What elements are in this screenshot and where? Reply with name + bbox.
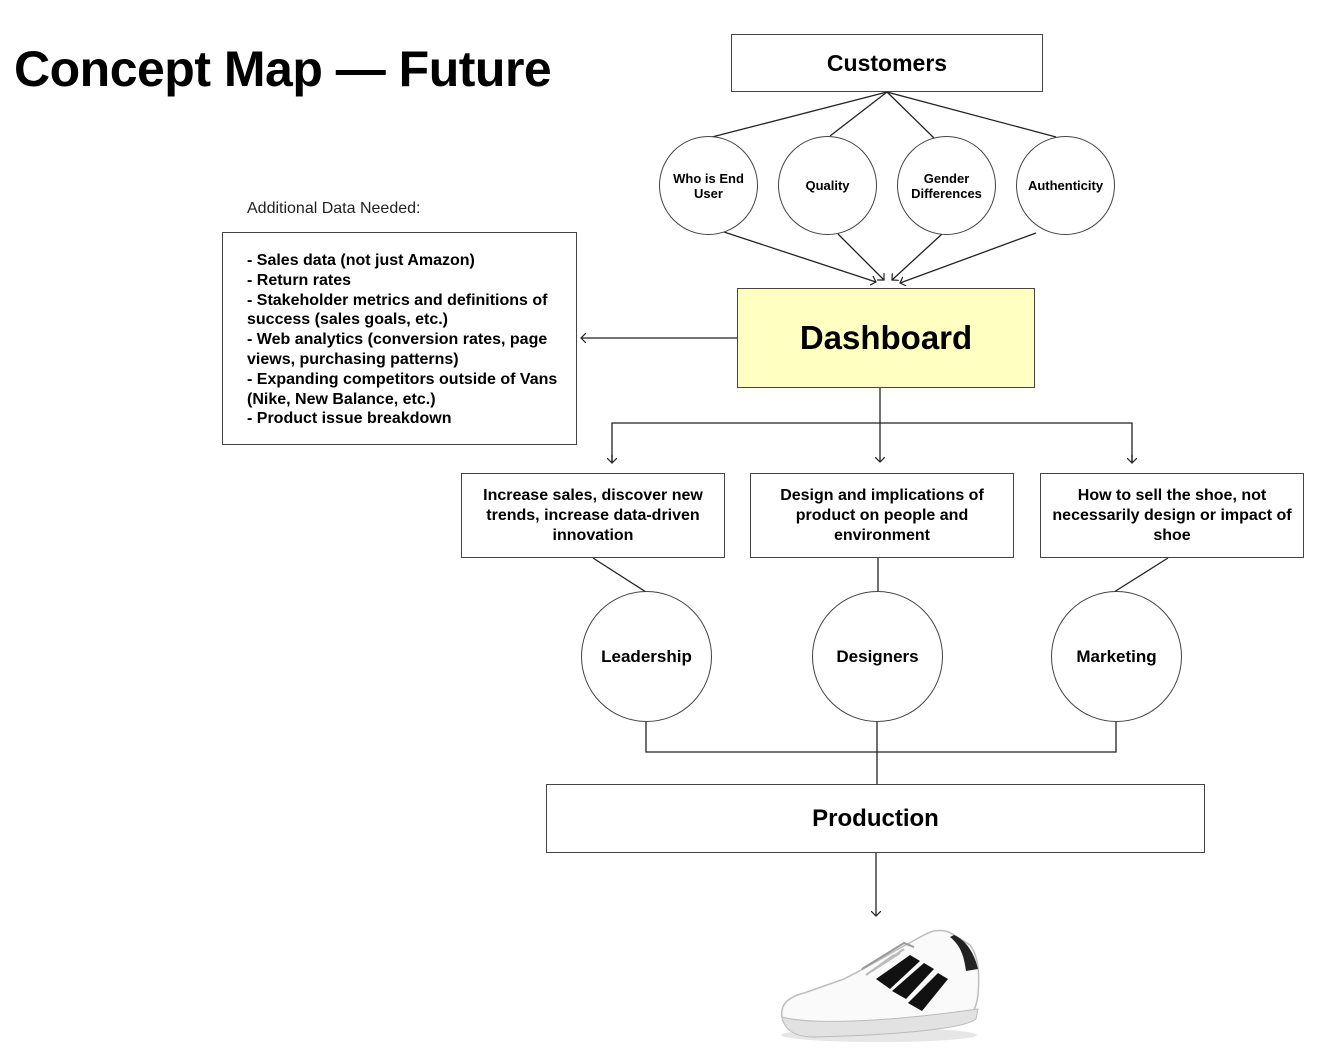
concern-circle-end-user: Who is End User <box>659 136 758 235</box>
goal-text: Increase sales, discover new trends, inc… <box>483 486 703 544</box>
concern-label: Quality <box>805 178 850 193</box>
concern-circle-gender: Gender Differences <box>897 136 996 235</box>
sneaker-icon <box>780 929 980 1042</box>
customers-box: Customers <box>731 34 1043 92</box>
production-label: Production <box>812 804 939 832</box>
concern-label: Gender Differences <box>911 170 982 201</box>
dashboard-label: Dashboard <box>799 319 973 356</box>
data-item: - Web analytics (conversion rates, page … <box>247 331 548 368</box>
stakeholder-label: Marketing <box>1076 646 1157 666</box>
production-box: Production <box>546 784 1205 853</box>
data-item: - Return rates <box>247 271 352 289</box>
customers-label: Customers <box>826 49 948 76</box>
concern-circle-quality: Quality <box>778 136 877 235</box>
goal-box-leadership: Increase sales, discover new trends, inc… <box>461 473 725 558</box>
page-title: Concept Map — Future <box>14 41 552 97</box>
goal-text: How to sell the shoe, not necessarily de… <box>1052 486 1292 544</box>
data-item: - Product issue breakdown <box>247 410 452 428</box>
additional-data-box: - Sales data (not just Amazon) - Return … <box>222 232 577 445</box>
data-item: - Stakeholder metrics and definitions of… <box>247 291 548 329</box>
goal-box-marketing: How to sell the shoe, not necessarily de… <box>1040 473 1304 558</box>
stakeholder-label: Designers <box>836 646 919 666</box>
stakeholder-circle-leadership: Leadership <box>581 591 712 722</box>
additional-data-label: Additional Data Needed: <box>247 200 421 217</box>
goal-box-designers: Design and implications of product on pe… <box>750 473 1014 558</box>
data-item: - Expanding competitors outside of Vans … <box>247 370 558 408</box>
stakeholder-label: Leadership <box>601 646 692 666</box>
concern-circle-authenticity: Authenticity <box>1016 136 1115 235</box>
stakeholder-circle-marketing: Marketing <box>1051 591 1182 722</box>
stakeholder-circle-designers: Designers <box>812 591 943 722</box>
goal-text: Design and implications of product on pe… <box>780 486 984 544</box>
dashboard-box: Dashboard <box>737 288 1035 388</box>
concern-label: Who is End User <box>673 170 744 201</box>
data-item: - Sales data (not just Amazon) <box>247 252 475 269</box>
concern-label: Authenticity <box>1027 178 1104 193</box>
